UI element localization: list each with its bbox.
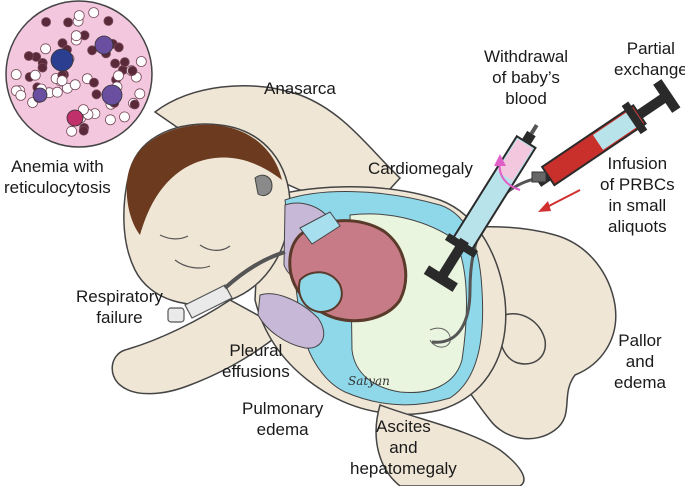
baby-ear xyxy=(254,174,273,197)
nucleated-cell xyxy=(50,48,74,72)
red-cell xyxy=(88,7,100,19)
baby-face xyxy=(159,234,231,269)
nucleated-cell xyxy=(32,87,48,103)
baby-lower-leg xyxy=(375,404,525,486)
stopcock xyxy=(531,171,547,183)
red-cell xyxy=(29,69,41,81)
label-ascites: Ascites and hepatomegaly xyxy=(350,417,457,478)
withdraw-arrowhead xyxy=(494,154,506,166)
label-partial-exchange: Partial exchange xyxy=(614,39,685,79)
reticulocyte-cell xyxy=(113,42,124,53)
red-cell xyxy=(134,88,146,100)
baby-lower-arm xyxy=(111,299,287,395)
reticulocyte-cell xyxy=(119,57,130,67)
artist-signature: Satyan xyxy=(348,374,390,388)
red-cell xyxy=(135,56,147,67)
red-cell xyxy=(70,30,82,42)
label-anasarca: Anasarca xyxy=(264,79,336,98)
reticulocyte-cell xyxy=(110,58,120,69)
endotracheal-tube xyxy=(167,250,286,323)
label-cardiomegaly: Cardiomegaly xyxy=(368,159,473,178)
withdrawal-syringe xyxy=(423,124,539,292)
baby-back xyxy=(153,85,402,201)
infusion-syringe xyxy=(535,79,681,187)
reticulocyte-cell xyxy=(63,17,73,28)
label-pallor: Pallor and edema xyxy=(614,331,666,392)
label-withdrawal: Withdrawal of baby’s blood xyxy=(484,47,569,108)
reticulocyte-cell xyxy=(41,17,51,27)
red-cell xyxy=(15,90,27,101)
red-cell xyxy=(51,86,63,98)
red-cell xyxy=(10,69,22,80)
red-cell xyxy=(69,79,81,91)
reticulocyte-cell xyxy=(103,16,114,26)
reticulocyte-cell xyxy=(37,62,48,73)
red-cell xyxy=(105,114,116,126)
label-anemia: Anemia with reticulocytosis xyxy=(4,157,111,197)
nucleated-cell xyxy=(66,109,84,127)
reticulocyte-cell xyxy=(91,89,102,100)
red-cell xyxy=(66,125,77,137)
nucleated-cell xyxy=(94,35,114,55)
red-cell xyxy=(40,43,51,55)
heart-vessel xyxy=(299,211,341,245)
red-cell xyxy=(113,70,124,82)
reticulocyte-cell xyxy=(23,51,34,61)
heart-chamber xyxy=(298,271,343,314)
reticulocyte-cell xyxy=(78,125,89,136)
baby-hair xyxy=(126,124,283,235)
reticulocyte-cell xyxy=(89,77,99,88)
red-cell xyxy=(119,111,130,123)
label-pleural: Pleural effusions xyxy=(222,341,290,381)
blood-smear xyxy=(5,0,153,148)
reticulocyte-cell xyxy=(127,65,138,76)
label-respiratory: Respiratory failure xyxy=(76,287,163,327)
label-infusion: Infusion of PRBCs in small aliquots xyxy=(600,154,675,236)
red-cell xyxy=(56,75,68,86)
lung-lower xyxy=(257,293,325,349)
infuse-arrow xyxy=(544,189,581,209)
nucleated-cell xyxy=(101,84,123,106)
umbilical-area xyxy=(429,327,451,348)
infuse-arrowhead xyxy=(538,201,551,212)
red-cell xyxy=(73,10,85,22)
reticulocyte-cell xyxy=(129,99,140,110)
label-pulmonary: Pulmonary edema xyxy=(242,399,324,439)
